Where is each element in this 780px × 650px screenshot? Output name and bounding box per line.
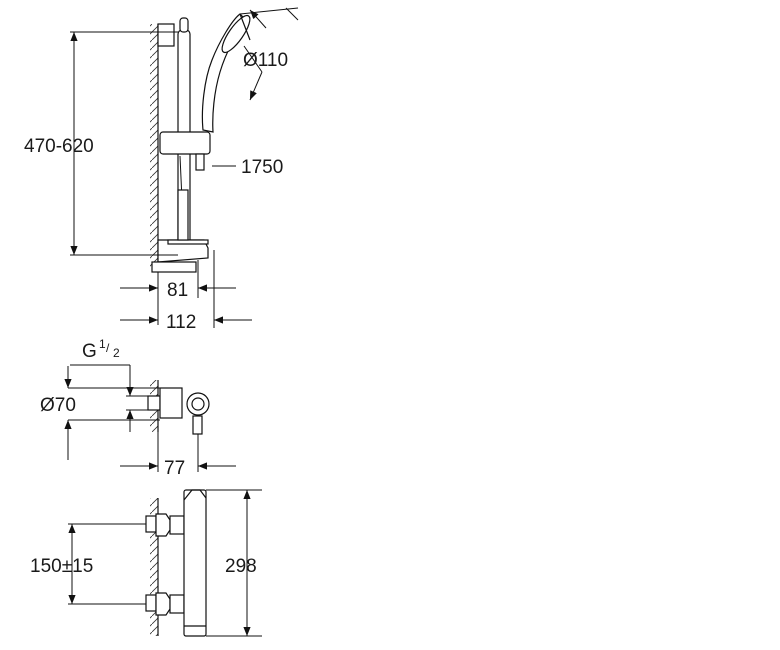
mixer-body-side: [159, 387, 183, 419]
dim-mixer-depth: [120, 432, 236, 472]
lower-inlet: [145, 594, 157, 612]
wall-hatch-top: [150, 24, 158, 272]
dim-bar-depth: [120, 260, 236, 325]
dim-bar-total-depth-label: 112: [166, 312, 196, 333]
bottom-bracket-shelf: [167, 239, 209, 245]
bottom-wall-piece: [151, 261, 197, 273]
mixer-side-view: [147, 380, 210, 435]
shower-head: [221, 14, 251, 54]
dim-hose-length-label: 1750: [241, 157, 283, 178]
mixer-connector: [147, 395, 161, 411]
mixer-outlet: [192, 415, 203, 435]
dim-bar-depth-label: 81: [167, 280, 188, 301]
dim-mixer-diameter: [64, 366, 160, 460]
rail-top-cap: [179, 17, 189, 33]
mixer-body-front: [183, 489, 207, 637]
top-bracket: [157, 23, 175, 47]
mixer-front-view: [145, 489, 207, 637]
dim-thread-den: 2: [113, 346, 120, 360]
dim-bar-height-label: 470-620: [24, 136, 94, 157]
dim-mixer-diameter-label: Ø70: [40, 395, 76, 416]
wall-hatch-bottom: [150, 498, 158, 636]
dim-inlet-spacing-label: 150±15: [30, 556, 93, 577]
dim-thread-label: G: [82, 341, 97, 362]
slider-knob-stem: [195, 153, 205, 171]
rail-slider: [159, 131, 211, 155]
dim-head-diameter: [239, 7, 299, 101]
upper-inlet: [145, 515, 157, 533]
dim-bar-height: [70, 31, 178, 256]
dim-inlet-spacing: [68, 523, 146, 605]
shower-rail-view: [150, 13, 251, 273]
dim-thread: [70, 364, 148, 432]
dim-bar-total-depth: [120, 250, 252, 328]
dim-mixer-height-label: 298: [225, 556, 257, 577]
dim-mixer-depth-label: 77: [164, 458, 185, 479]
head-face: [239, 13, 251, 41]
dim-mixer-height: [206, 489, 262, 637]
dim-thread-num: 1: [99, 337, 106, 351]
hose-section: [177, 189, 189, 241]
dim-thread-slash: /: [106, 341, 110, 355]
dim-head-diameter-label: Ø110: [243, 50, 288, 71]
